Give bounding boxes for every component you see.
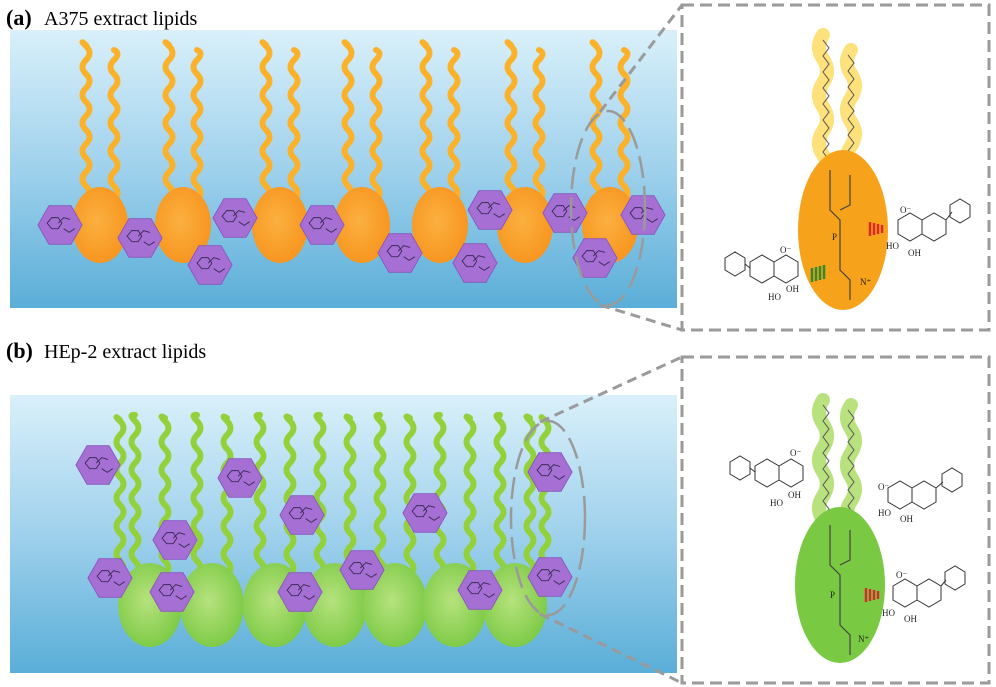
- lipid-head: [412, 187, 468, 263]
- lipid-tail: [190, 411, 204, 578]
- zoom-b-phosphorus: P: [830, 590, 835, 600]
- lipid-head: [363, 563, 427, 647]
- zoom-b-tr-oxide: O⁻: [878, 482, 889, 492]
- zoom-a-flavone-left: [724, 251, 799, 284]
- zoom-b-br-ho: HO: [882, 608, 895, 618]
- zoom-a-red-interaction: [868, 222, 884, 236]
- lipid-head: [180, 563, 244, 647]
- lipid-tail: [493, 411, 507, 578]
- zoom-a-green-interaction: [810, 265, 826, 282]
- lipid-tail: [341, 39, 355, 203]
- zoom-b-flavone-top-right: [887, 467, 963, 510]
- zoom-a-lipid-detail: P N⁺: [798, 28, 888, 310]
- zoom-b-red-interaction: [864, 588, 880, 602]
- lipid-tail: [343, 413, 357, 578]
- lipid-tail: [532, 47, 546, 203]
- panel-b-label: (b) HEp-2 extract lipids: [6, 338, 206, 363]
- zoom-b-tl-oh: OH: [788, 490, 801, 500]
- lipid-tail: [79, 39, 93, 203]
- lipid-tail: [253, 411, 267, 578]
- lipid-tail: [433, 411, 447, 578]
- panel-a-label: (a) A375 extract lipids: [6, 5, 198, 30]
- zoom-a-right-oh: OH: [908, 248, 921, 258]
- lipid-head: [72, 187, 128, 263]
- lipid-tail: [313, 411, 327, 578]
- zoom-a-right-ho: HO: [886, 241, 899, 251]
- lipid-tail: [128, 411, 142, 578]
- zoom-b-br-oxide: O⁻: [896, 570, 907, 580]
- lipid-tail: [113, 414, 127, 578]
- lipid-tail: [107, 47, 121, 203]
- lipid-tail: [419, 39, 433, 203]
- lipid-tail: [287, 47, 301, 203]
- zoom-ellipse-b: [509, 419, 587, 617]
- panel-a-caption: A375 extract lipids: [44, 8, 198, 30]
- zoom-b-tr-ho: HO: [878, 508, 891, 518]
- lipid-tail: [283, 413, 297, 578]
- zoom-a-left-oh: OH: [786, 284, 799, 294]
- lipid-head: [155, 187, 211, 263]
- zoom-a-phosphorus: P: [832, 232, 837, 242]
- zoom-b-flavone-bottom-right: [892, 565, 966, 608]
- lipid-head: [497, 187, 553, 263]
- lipid-tail: [259, 39, 273, 203]
- lipid-head: [252, 187, 308, 263]
- zoom-connectors: [539, 4, 684, 685]
- lipid-tail: [162, 39, 176, 203]
- membrane-a-background: [10, 30, 677, 308]
- lipid-tail: [617, 47, 631, 203]
- zoom-b-lipid-detail: P N⁺: [795, 393, 885, 663]
- lipid-tail: [403, 413, 417, 578]
- panel-a-letter: (a): [6, 5, 32, 30]
- zoom-b-br-oh: OH: [904, 614, 917, 624]
- lipid-head: [334, 187, 390, 263]
- zoom-b-tr-oh: OH: [900, 514, 913, 524]
- lipid-tail: [373, 411, 387, 578]
- zoom-a-left-oxide: O⁻: [780, 245, 791, 255]
- zoom-b-tl-ho: HO: [770, 498, 783, 508]
- panel-b-caption: HEp-2 extract lipids: [44, 341, 206, 363]
- zoom-a-flavone-right: [897, 198, 971, 242]
- zoom-b-flavone-top-left: [729, 455, 804, 488]
- lipid-tail: [504, 39, 518, 203]
- zoom-a-nitrogen: N⁺: [860, 277, 871, 287]
- zoom-b-nitrogen: N⁺: [858, 634, 869, 644]
- zoom-a-right-oxide: O⁻: [900, 205, 911, 215]
- lipid-tail: [447, 47, 461, 203]
- zoom-b-tl-oxide: O⁻: [790, 448, 801, 458]
- lipid-tail: [463, 413, 477, 578]
- panel-b-letter: (b): [6, 338, 33, 363]
- membrane-a-lipids: [72, 39, 638, 263]
- membrane-b-lipids: [113, 411, 552, 647]
- lipid-tail: [190, 47, 204, 203]
- zoom-a-left-ho: HO: [768, 292, 781, 302]
- lipid-tail: [369, 47, 383, 203]
- zoom-ellipse-a: [569, 109, 647, 307]
